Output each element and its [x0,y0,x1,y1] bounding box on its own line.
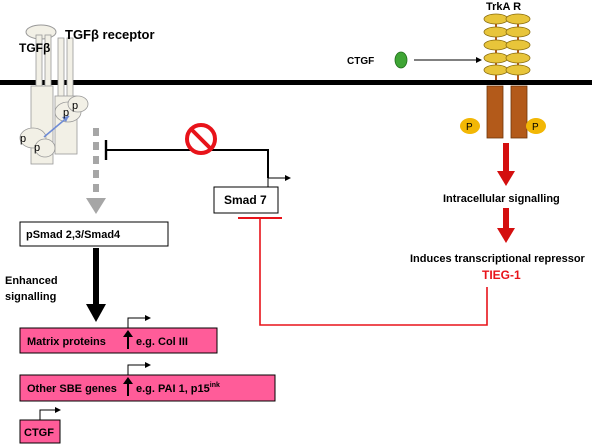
enhanced-label: Enhanced [5,275,58,287]
ctgf-promoter-arrow-icon [39,407,61,420]
other-sbe-box [19,374,276,402]
signalling-label: signalling [5,291,56,303]
phospho-badge-right [526,118,546,134]
smad7-label: Smad 7 [224,193,267,207]
p-label-1: p [20,133,26,145]
induces-repressor-label: Induces transcriptional repressor [410,253,586,265]
psmad-label: pSmad 2,3/Smad4 [26,229,121,241]
p-label-3: p [63,107,69,119]
trka-p-left: P [466,122,473,133]
other-sbe-label: Other SBE genes [27,383,117,395]
other-sbe-promoter-arrow-icon [127,362,151,375]
matrix-promoter-arrow-icon [127,315,151,328]
ctgf-gene-label: CTGF [24,427,54,439]
up-arrow-icon [123,330,133,349]
p-label-4: p [72,100,78,112]
tieg1-label: TIEG-1 [482,268,521,282]
green-ligand-icon [394,51,408,69]
cell-membrane [0,80,592,85]
tieg1-inhibits-smad7-line [259,218,488,326]
phospho-badge-left [460,118,480,134]
matrix-proteins-label: Matrix proteins [27,336,106,348]
smad7-inhibits-receptor-line [106,149,269,178]
up-arrow-icon-2 [123,377,133,396]
other-sbe-example-text: e.g. PAI 1, p15 [136,383,210,395]
p-label-2: p [34,142,40,154]
psmad-box [19,221,169,247]
promoter-arrow-icon [267,175,291,187]
other-sbe-superscript: ink [210,382,220,389]
tgfb-receptor-complex [19,24,89,165]
no-sign-icon [185,123,217,155]
psmad-to-genes-arrow [86,248,106,322]
receptor-to-psmad-arrow [86,128,106,214]
trka-to-intracellular-arrow [497,143,515,186]
other-sbe-example-label: e.g. PAI 1, p15ink [136,382,220,395]
trka-kinase-left [486,85,504,139]
tgfb-ligand-label: TGFβ [19,41,50,55]
intracellular-signalling-label: Intracellular signalling [443,193,560,205]
ctgf-ligand-label: CTGF [347,56,374,67]
intracellular-to-repressor-arrow [497,208,515,243]
matrix-example-label: e.g. Col III [136,336,188,348]
trka-receptor-label: TrkA R [486,1,521,13]
trka-kinase-right [510,85,528,139]
smad7-box [213,186,279,214]
matrix-proteins-box [19,327,218,354]
tgfb-receptor-label: TGFβ receptor [65,27,155,42]
trka-receptor [460,13,546,139]
trka-p-right: P [532,122,539,133]
